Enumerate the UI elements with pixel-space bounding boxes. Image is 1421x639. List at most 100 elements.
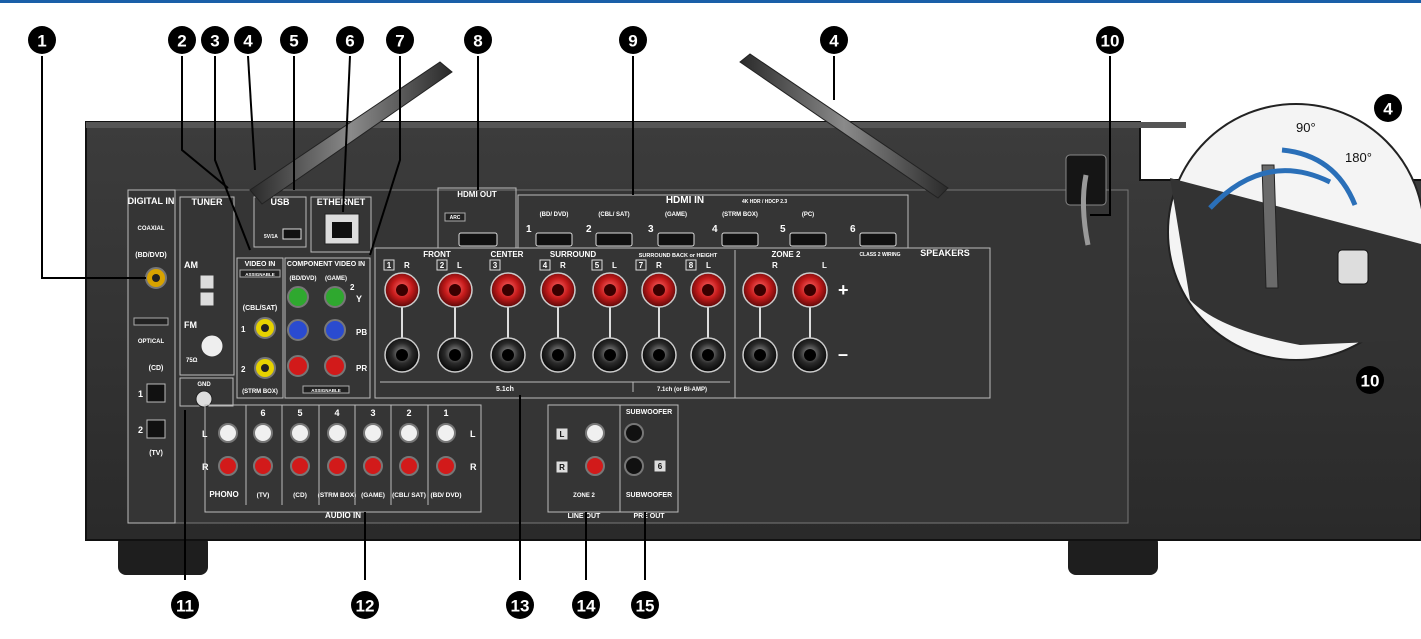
hdmi-in-5[interactable]: 5(PC) (780, 212, 827, 247)
hdmi-in-port[interactable] (657, 232, 695, 247)
speaker-terminal-3[interactable] (490, 272, 526, 373)
callout-number: 4 (829, 32, 839, 51)
hdmi-out-label: HDMI OUT (457, 190, 497, 199)
optical-jack-2[interactable] (146, 419, 166, 439)
video-strm-label: (STRM BOX) (242, 389, 278, 395)
hdmi-in-num: 1 (526, 224, 532, 235)
audio-r-jack[interactable] (290, 456, 310, 476)
callout-number: 7 (395, 32, 404, 51)
hdmi-in-source: (STRM BOX) (722, 212, 758, 218)
hdmi-in-source: (CBL/ SAT) (598, 212, 629, 218)
pr-label: PR (356, 364, 367, 373)
zone2-out-label: ZONE 2 (573, 493, 595, 499)
audio-r-jack[interactable] (363, 456, 383, 476)
ethernet-box (310, 196, 372, 253)
line-out-label: LINE OUT (568, 513, 601, 520)
audio-l-jack[interactable] (253, 423, 273, 443)
subwoofer-jack-2[interactable] (624, 456, 644, 476)
audio-l-jack[interactable] (436, 423, 456, 443)
callout-11: 11 (171, 591, 199, 619)
phono-r-jack[interactable] (218, 456, 238, 476)
optical-jack-1[interactable] (146, 383, 166, 403)
speaker-channel-num: 4 (543, 261, 548, 270)
audio-r-jack[interactable] (399, 456, 419, 476)
am-terminal-1[interactable] (199, 274, 215, 290)
hdmi-in-port[interactable] (535, 232, 573, 247)
audio-l-jack[interactable] (327, 423, 347, 443)
comp-assignable-badge (302, 385, 350, 394)
hdmi-in-port[interactable] (721, 232, 759, 247)
pb-label: PB (356, 328, 367, 337)
comp1-pb-jack[interactable] (287, 319, 309, 341)
hdmi-in-port[interactable] (595, 232, 633, 247)
hdmi-in-4[interactable]: 4 (STRM BOX) (712, 212, 759, 247)
audio-r-jack[interactable] (253, 456, 273, 476)
comp-bd-label: (BD/DVD) (290, 276, 317, 282)
audio-l-label-left: L (202, 429, 208, 439)
hdmi-out-port[interactable] (458, 232, 498, 247)
speaker-terminal-5[interactable] (592, 272, 628, 373)
hdmi-in-3[interactable]: 3(GAME) (648, 212, 695, 247)
usb-port[interactable] (282, 228, 302, 240)
callout-number: 14 (577, 597, 596, 616)
fm-jack[interactable] (200, 334, 224, 358)
hdmi-in-num: 2 (586, 224, 592, 235)
speaker-terminal-9[interactable] (792, 272, 828, 373)
hdmi-in-num: 4 (712, 224, 718, 235)
rotation-arrow-90 (1208, 168, 1332, 210)
speaker-posts (384, 272, 828, 373)
audio-in-1: 1(BD/ DVD) (430, 408, 461, 499)
speaker-terminal-4[interactable] (540, 272, 576, 373)
audio-r-jack[interactable] (327, 456, 347, 476)
comp2-pb-jack[interactable] (324, 319, 346, 341)
hdmi-in-port[interactable] (859, 232, 897, 247)
comp2-pr-jack[interactable] (324, 355, 346, 377)
phono-l-jack[interactable] (218, 423, 238, 443)
audio-r-jack[interactable] (436, 456, 456, 476)
line-out-r: R (559, 463, 565, 472)
audio-in-5: 5(CD) (290, 408, 310, 499)
video-cbl-label: (CBL/SAT) (243, 305, 277, 312)
gnd-terminal[interactable] (195, 390, 213, 408)
arc-badge (444, 212, 466, 222)
right-foot (1068, 535, 1158, 575)
audio-l-jack[interactable] (290, 423, 310, 443)
callout-8: 8 (464, 26, 492, 54)
comp1-y-jack[interactable] (287, 286, 309, 308)
speaker-channel-num: 8 (689, 261, 694, 270)
speaker-terminal-7[interactable] (690, 272, 726, 373)
audio-l-jack[interactable] (399, 423, 419, 443)
hdmi-in-port[interactable] (789, 232, 827, 247)
audio-in-source: (STRM BOX) (318, 492, 357, 499)
am-terminal-2[interactable] (199, 291, 215, 307)
speaker-channel-num: 3 (493, 261, 498, 270)
speaker-terminal-1[interactable] (384, 272, 420, 373)
hdmi-in-1[interactable]: 1(BD/ DVD) (526, 212, 573, 247)
pre-out-box (619, 404, 679, 513)
speaker-terminal-8[interactable] (742, 272, 778, 373)
gnd-label: GND (197, 382, 211, 388)
speaker-terminal-6[interactable] (641, 272, 677, 373)
surround-label: SURROUND (550, 250, 596, 259)
usb-label: USB (270, 197, 290, 207)
hdmi-in-6[interactable]: 6 (850, 224, 897, 247)
subwoofer-jack-1[interactable] (624, 423, 644, 443)
audio-l-jack[interactable] (363, 423, 383, 443)
speaker-channel-num: 5 (595, 261, 600, 270)
comp-game-label: (GAME) (325, 276, 347, 282)
zone2-l-jack[interactable] (585, 423, 605, 443)
audio-in-num: 4 (334, 408, 339, 418)
hdmi-in-num: 3 (648, 224, 654, 235)
callout-3: 3 (201, 26, 229, 54)
pre-out-label: PRE OUT (633, 513, 665, 520)
hdmi-in-2[interactable]: 2 (CBL/ SAT) (586, 212, 633, 247)
speaker-terminal-2[interactable] (437, 272, 473, 373)
callout-10: 10 (1096, 26, 1124, 54)
callout-number: 10 (1101, 32, 1120, 51)
zone2-r-jack[interactable] (585, 456, 605, 476)
comp2-y-jack[interactable] (324, 286, 346, 308)
speaker-channel-num: 7 (639, 261, 644, 270)
audio-in-box (204, 404, 482, 513)
comp1-pr-jack[interactable] (287, 355, 309, 377)
coaxial-label: COAXIAL (138, 226, 165, 232)
